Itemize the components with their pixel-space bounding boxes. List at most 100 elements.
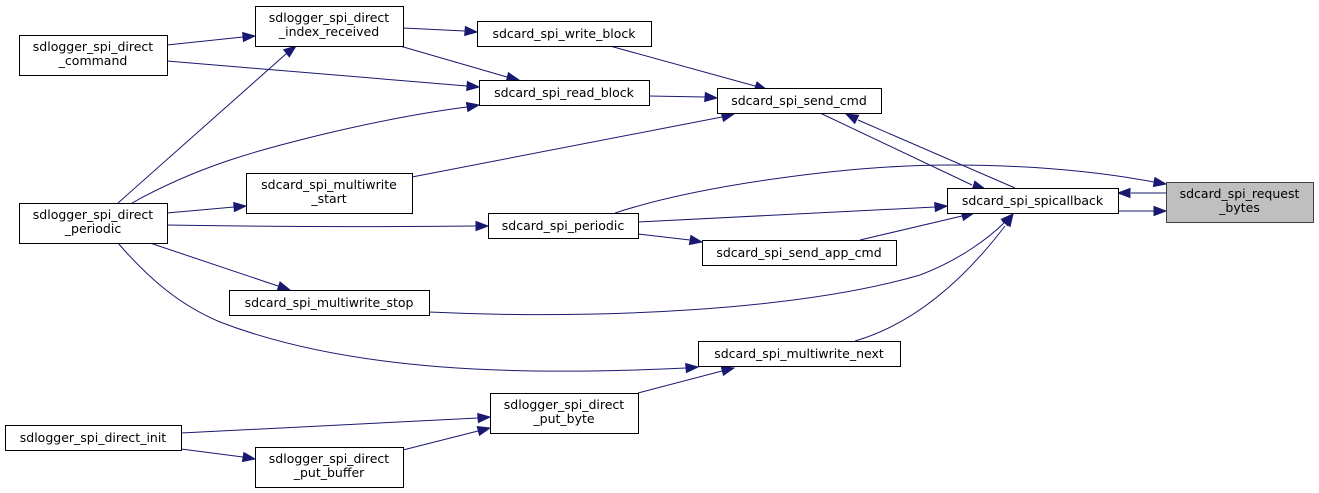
node-label: sdlogger_spi_direct [33, 207, 154, 222]
node-direct-command[interactable]: sdlogger_spi_direct_command [19, 35, 168, 76]
edge-line [180, 417, 479, 434]
node-box [246, 173, 413, 214]
arrowhead-icon [844, 113, 860, 125]
node-label: _command [58, 53, 128, 68]
node-request-bytes: sdcard_spi_request_bytes [1166, 182, 1314, 223]
edge-read_block-to-send_cmd [648, 91, 719, 103]
arrowhead-icon [720, 365, 736, 377]
arrowhead-icon [477, 412, 492, 424]
arrowhead-icon [276, 281, 292, 292]
edge-line [857, 119, 1016, 189]
edge-direct_periodic-to-spi_periodic [166, 220, 490, 232]
edge-direct_periodic-to-index_received [117, 45, 298, 204]
node-label: _start [310, 191, 346, 206]
node-label: sdcard_spi_multiwrite [261, 177, 397, 192]
node-spicallback[interactable]: sdcard_spi_spicallback [947, 188, 1119, 214]
node-label: _put_byte [532, 411, 594, 426]
arrowhead-icon [282, 45, 298, 58]
node-send-app-cmd[interactable]: sdcard_spi_send_app_cmd [702, 240, 897, 266]
arrowhead-icon [241, 451, 257, 463]
node-label: sdcard_spi_write_block [492, 26, 636, 41]
edge-direct_periodic-to-read_block [131, 101, 481, 204]
edge-put_buffer-to-put_byte [402, 425, 492, 451]
arrowhead-icon [1152, 176, 1168, 188]
node-put-byte[interactable]: sdlogger_spi_direct_put_byte [490, 393, 639, 434]
node-direct-init[interactable]: sdlogger_spi_direct_init [5, 425, 182, 451]
node-box [477, 21, 652, 47]
node-index-received[interactable]: sdlogger_spi_direct_index_received [255, 6, 404, 47]
node-box [490, 393, 639, 434]
arrowhead-icon [475, 220, 490, 232]
edge-direct_init-to-put_buffer [180, 448, 257, 463]
node-read-block[interactable]: sdcard_spi_read_block [479, 80, 650, 106]
edge-line [428, 221, 1006, 316]
node-multiwrite-start[interactable]: sdcard_spi_multiwrite_start [246, 173, 413, 214]
edge-line [411, 116, 723, 178]
node-multiwrite-next[interactable]: sdcard_spi_multiwrite_next [698, 341, 901, 367]
edge-request_bytes-to-spicallback [1116, 187, 1166, 199]
edge-line [180, 448, 244, 458]
arrowhead-icon [1116, 187, 1131, 199]
node-box [19, 35, 168, 76]
node-label: sdlogger_spi_direct_init [20, 430, 167, 445]
node-box [717, 88, 882, 114]
edge-put_byte-to-multiwrite_next [637, 365, 736, 394]
edge-line [149, 242, 279, 287]
node-label: _bytes [1218, 200, 1260, 215]
node-box [947, 188, 1119, 214]
node-multiwrite-stop[interactable]: sdcard_spi_multiwrite_stop [229, 290, 430, 316]
node-box [698, 341, 901, 367]
edge-line [637, 233, 691, 241]
edge-multiwrite_start-to-send_cmd [411, 111, 736, 178]
node-put-buffer[interactable]: sdlogger_spi_direct_put_buffer [255, 447, 404, 488]
node-label: sdlogger_spi_direct [33, 39, 154, 54]
nodes: sdcard_spi_request_bytes sdcard_spi_spica… [5, 6, 1314, 488]
edge-line [859, 215, 963, 241]
node-label: _periodic [64, 221, 122, 236]
node-write-block[interactable]: sdcard_spi_write_block [477, 21, 652, 47]
edge-direct_periodic-to-multiwrite_next [117, 242, 700, 374]
arrowhead-icon [464, 25, 479, 37]
node-send-cmd[interactable]: sdcard_spi_send_cmd [717, 88, 882, 114]
node-box [255, 447, 404, 488]
arrowhead-icon [688, 234, 704, 246]
edge-index_received-to-read_block [399, 45, 521, 83]
edge-line [614, 164, 1155, 214]
edge-send_cmd-to-spicallback [819, 112, 987, 191]
node-direct-periodic[interactable]: sdlogger_spi_direct_periodic [19, 203, 168, 244]
node-label: sdlogger_spi_direct [504, 397, 625, 412]
arrowhead-icon [242, 31, 257, 43]
node-label: sdcard_spi_multiwrite_stop [245, 295, 414, 310]
node-spi-periodic[interactable]: sdcard_spi_periodic [488, 213, 639, 239]
node-label: sdcard_spi_read_block [494, 85, 635, 100]
node-label: sdcard_spi_periodic [502, 218, 625, 233]
arrowhead-icon [1001, 212, 1014, 228]
arrowhead-icon [233, 201, 248, 213]
node-box [19, 203, 168, 244]
edge-direct_command-to-read_block [166, 60, 481, 92]
node-label: _index_received [278, 24, 379, 39]
edge-spicallback-to-send_cmd [844, 113, 1016, 189]
node-box [479, 80, 650, 106]
node-box [229, 290, 430, 316]
arrowhead-icon [704, 91, 719, 103]
edge-line [402, 27, 466, 32]
edge-line [637, 206, 936, 223]
node-box [5, 425, 182, 451]
node-label: sdcard_spi_request [1180, 186, 1300, 201]
edge-direct_command-to-index_received [166, 31, 257, 46]
edge-line [166, 224, 477, 228]
edge-line [399, 45, 508, 78]
edge-direct_periodic-to-multiwrite_start [166, 201, 248, 214]
node-label: _put_buffer [293, 465, 365, 480]
edge-line [166, 60, 468, 87]
arrowhead-icon [685, 362, 700, 374]
edge-index_received-to-write_block [402, 25, 479, 37]
node-label: sdcard_spi_send_app_cmd [716, 245, 881, 260]
node-label: sdcard_spi_multiwrite_next [714, 346, 884, 361]
node-box [255, 6, 404, 47]
edge-multiwrite_next-to-spicallback [854, 212, 1014, 342]
node-box [488, 213, 639, 239]
edge-direct_init-to-put_byte [180, 412, 492, 434]
